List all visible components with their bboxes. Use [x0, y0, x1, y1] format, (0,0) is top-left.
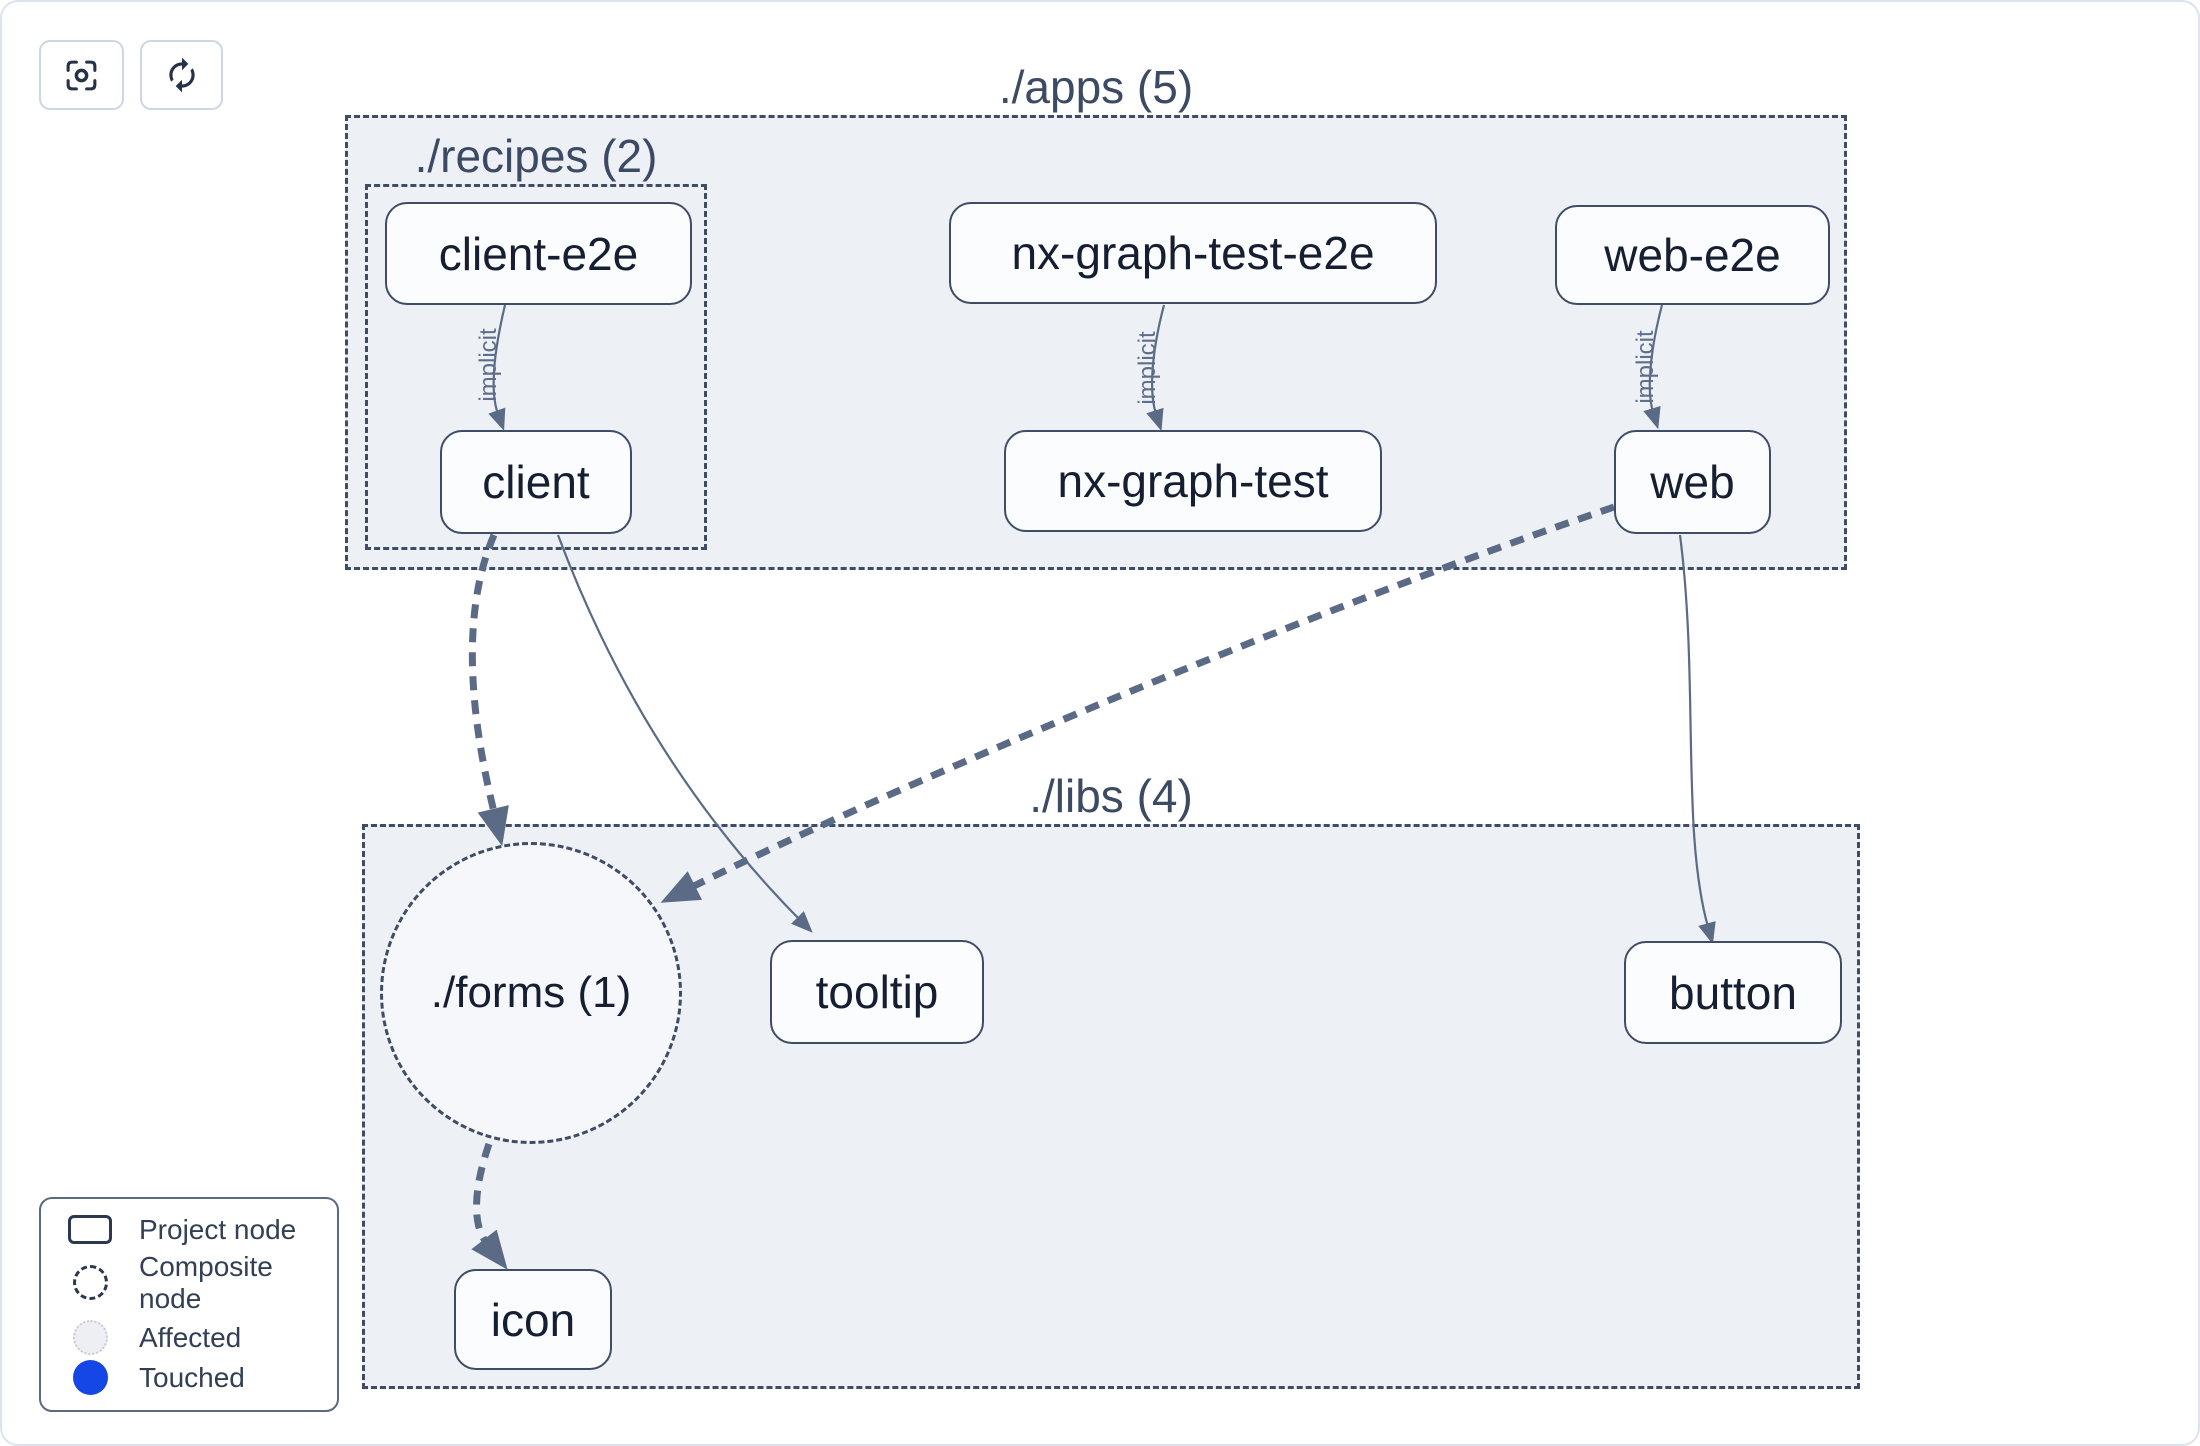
touched-swatch [72, 1360, 108, 1396]
group-label-libs: ./libs (4) [1029, 770, 1193, 822]
legend-label: Affected [139, 1321, 242, 1353]
node-button[interactable]: button [1624, 941, 1842, 1044]
composite-node-forms-label: ./forms (1) [430, 968, 632, 1017]
node-tooltip[interactable]: tooltip [770, 940, 984, 1044]
focus-icon [63, 57, 100, 94]
node-client-e2e-label: client-e2e [438, 227, 639, 280]
node-nx-graph-test[interactable]: nx-graph-test [1004, 430, 1382, 532]
group-label-apps: ./apps (5) [998, 61, 1194, 113]
node-icon-label: icon [490, 1293, 576, 1346]
group-label-recipes: ./recipes (2) [414, 130, 658, 182]
legend-item-project-node: Project node [41, 1214, 337, 1246]
edge-client-to-forms [468, 533, 509, 847]
composite-node-swatch [72, 1265, 108, 1301]
node-web-label: web [1650, 456, 1735, 508]
legend-panel: Project node Composite node Affected Tou… [39, 1197, 339, 1412]
node-web-e2e-label: web-e2e [1604, 229, 1781, 281]
edge-label-implicit-web: implicit [1632, 330, 1659, 404]
refresh-icon [163, 56, 201, 94]
node-client[interactable]: client [440, 430, 632, 534]
edge-label-implicit-nx-graph-test: implicit [1134, 331, 1161, 405]
node-icon[interactable]: icon [454, 1269, 612, 1370]
legend-item-affected: Affected [41, 1320, 337, 1356]
node-web[interactable]: web [1614, 430, 1771, 534]
node-client-e2e[interactable]: client-e2e [385, 202, 692, 305]
node-button-label: button [1669, 966, 1797, 1019]
legend-item-composite-node: Composite node [41, 1251, 337, 1315]
legend-label: Project node [139, 1213, 297, 1245]
legend-label: Composite node [139, 1250, 273, 1314]
node-tooltip-label: tooltip [815, 966, 939, 1018]
edge-label-implicit-client: implicit [475, 328, 502, 402]
node-nx-graph-test-e2e-label: nx-graph-test-e2e [1011, 227, 1375, 279]
node-web-e2e[interactable]: web-e2e [1555, 205, 1830, 305]
affected-swatch [72, 1320, 108, 1356]
project-node-swatch [68, 1215, 112, 1245]
composite-node-forms[interactable]: ./forms (1) [380, 842, 682, 1144]
legend-item-touched: Touched [41, 1360, 337, 1396]
refresh-button[interactable] [140, 40, 223, 110]
node-nx-graph-test-label: nx-graph-test [1057, 455, 1329, 507]
center-graph-button[interactable] [39, 40, 124, 110]
legend-label: Touched [139, 1361, 245, 1393]
node-client-label: client [482, 456, 590, 508]
node-nx-graph-test-e2e[interactable]: nx-graph-test-e2e [949, 202, 1437, 304]
